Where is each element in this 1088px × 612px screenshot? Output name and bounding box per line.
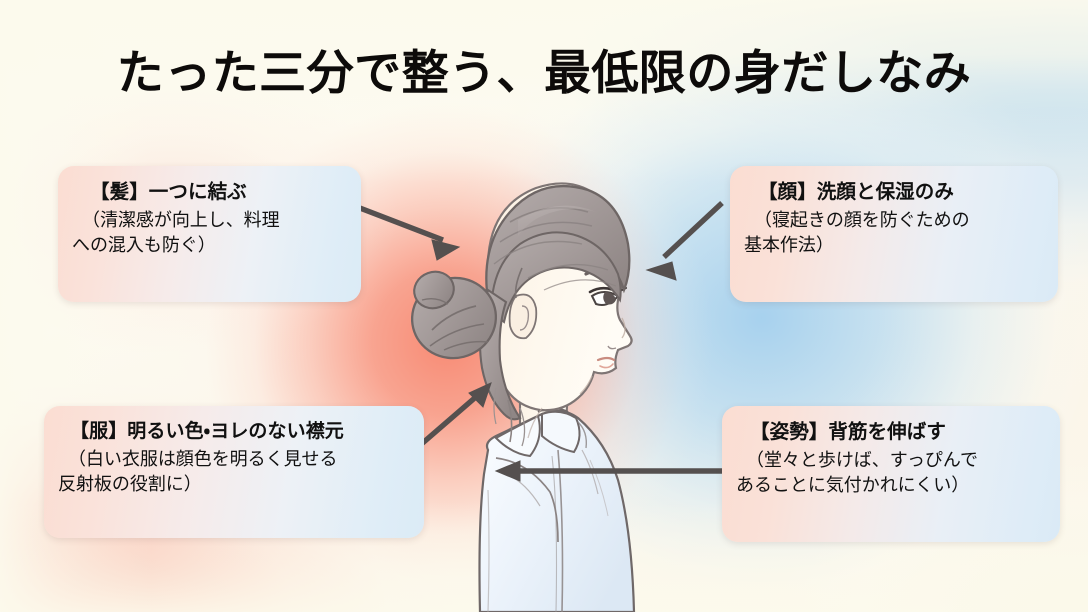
callout-clothes-line-2: 反射板の役割に） <box>58 474 202 495</box>
callout-face-heading: 【顔】洗顔と保湿のみ <box>758 181 954 203</box>
callout-face-line-2: 基本作法） <box>744 234 834 255</box>
callout-hair-line-2: への混入も防ぐ） <box>72 234 216 255</box>
callout-face-line-1: （寝起きの顔を防ぐための <box>754 210 970 231</box>
callout-clothes-line-1: （白い衣服は顔色を明るく見せる <box>68 449 338 470</box>
callout-hair-heading: 【髪】一つに結ぶ <box>90 181 247 203</box>
callout-face[interactable]: 【顔】洗顔と保湿のみ （寝起きの顔を防ぐための 基本作法） <box>730 166 1058 302</box>
callout-clothes-heading: 【服】明るい色・ヨレのない襟元 <box>70 421 344 442</box>
callout-hair[interactable]: 【髪】一つに結ぶ （清潔感が向上し、料理 への混入も防ぐ） <box>58 166 361 302</box>
callout-clothes-body: （白い衣服は顔色を明るく見せる 反射板の役割に） <box>58 447 410 497</box>
callout-hair-line-1: （清潔感が向上し、料理 <box>82 210 280 231</box>
callout-hair-body: （清潔感が向上し、料理 への混入も防ぐ） <box>72 208 347 258</box>
callout-posture-body: （堂々と歩けば、すっぴんで あることに気付かれにくい） <box>736 448 1046 498</box>
page-title: たった三分で整う、最低限の身だしなみ <box>116 48 972 100</box>
callout-posture-line-1: （堂々と歩けば、すっぴんで <box>746 450 978 471</box>
woman-profile-illustration <box>392 150 712 612</box>
callout-posture-line-2: あることに気付かれにくい） <box>736 474 970 495</box>
callout-face-body: （寝起きの顔を防ぐための 基本作法） <box>744 208 1044 258</box>
callout-posture-heading: 【姿勢】背筋を伸ばす <box>750 421 946 443</box>
callout-posture[interactable]: 【姿勢】背筋を伸ばす （堂々と歩けば、すっぴんで あることに気付かれにくい） <box>722 406 1060 542</box>
callout-clothes[interactable]: 【服】明るい色・ヨレのない襟元 （白い衣服は顔色を明るく見せる 反射板の役割に） <box>44 406 424 538</box>
